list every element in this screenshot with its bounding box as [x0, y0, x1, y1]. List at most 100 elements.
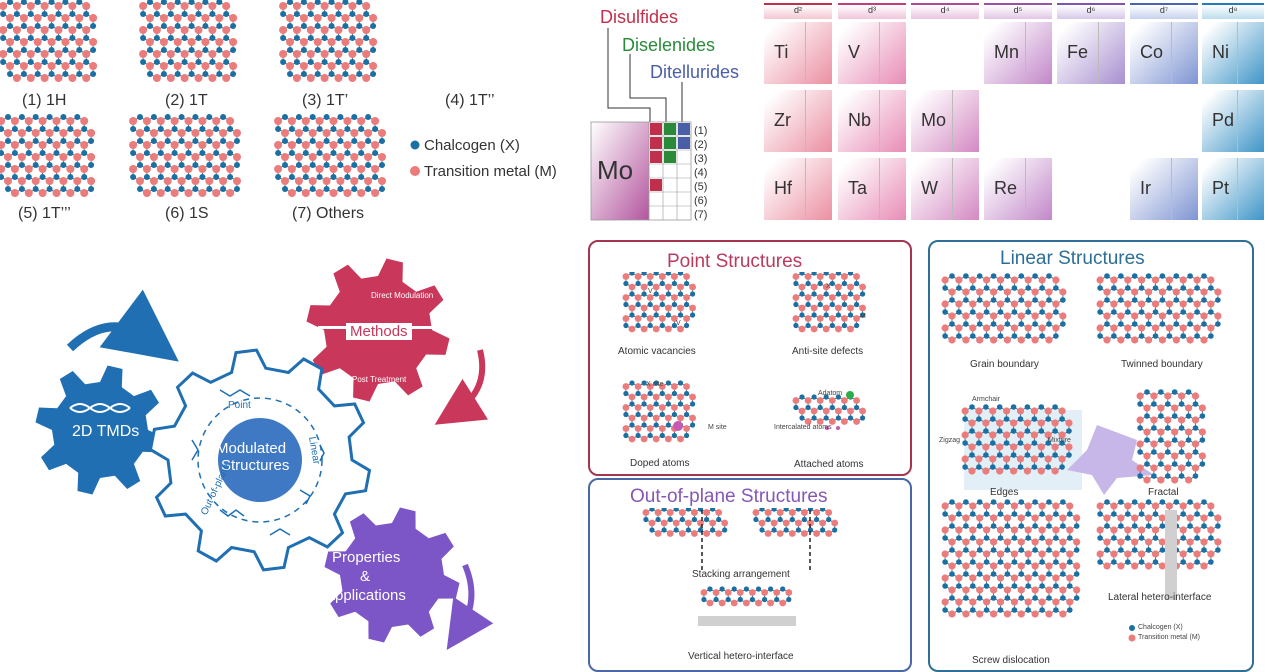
element-ta: Ta	[838, 158, 906, 220]
gear-tmds	[35, 365, 165, 495]
lattice-1s	[129, 114, 241, 197]
legend-metal-dot	[410, 166, 420, 176]
label-intercalated: Intercalated atoms	[774, 424, 832, 431]
element-fe: Fe	[1057, 22, 1125, 84]
polytype-lattices	[0, 0, 386, 197]
polytype-label-1h: (1) 1H	[22, 92, 67, 109]
element-pd: Pd	[1202, 90, 1264, 152]
out-of-plane-art	[642, 508, 839, 626]
label-msite: M site	[708, 424, 727, 431]
polytype-legend-markers	[410, 140, 420, 176]
dopant-dot	[673, 421, 683, 431]
d-header-d7: d⁷	[1130, 3, 1198, 19]
element-w: W	[911, 158, 979, 220]
linear-legend-metal: Transition metal (M)	[1138, 634, 1200, 641]
caption-antisite: Anti-site defects	[792, 346, 864, 357]
gear-post-label: Post Treatment	[352, 375, 407, 384]
element-co: Co	[1130, 22, 1198, 84]
polytype-label-1t-prime: (3) 1T’	[302, 92, 349, 109]
caption-vertical-hetero: Vertical hetero-interface	[688, 651, 794, 662]
label-xsite: X site	[646, 381, 664, 388]
caption-doped: Doped atoms	[630, 458, 690, 469]
polytype-label-1t-double-prime: (4) 1T’’	[445, 92, 495, 109]
lattice-1h	[0, 0, 98, 82]
gear-props	[324, 507, 460, 643]
gear-point-label: Point	[228, 400, 251, 411]
d-header-d4: d⁴	[911, 3, 979, 19]
lattice-others	[274, 114, 386, 197]
element-re: Re	[984, 158, 1052, 220]
row-label-2: (2)	[694, 139, 708, 151]
legend-metal-label: Transition metal (M)	[424, 163, 557, 180]
caption-stacking: Stacking arrangement	[692, 569, 790, 580]
out-of-plane-panel	[588, 478, 912, 672]
element-hf: Hf	[764, 158, 832, 220]
methods-arrow	[434, 349, 489, 425]
polytype-label-1t: (2) 1T	[165, 92, 208, 109]
caption-twinned-boundary: Twinned boundary	[1121, 359, 1203, 370]
element-ni: Ni	[1202, 22, 1264, 84]
element-ir: Ir	[1130, 158, 1198, 220]
tmds-arrow	[66, 289, 179, 362]
point-structures-art	[622, 272, 866, 443]
row-label-5: (5)	[694, 181, 708, 193]
legend-mo-symbol: Mo	[597, 155, 634, 185]
element-mn: Mn	[984, 22, 1052, 84]
gear-center-hub	[218, 418, 302, 502]
row-label-4: (4)	[694, 167, 708, 179]
element-mo: Mo	[911, 90, 979, 152]
point-structures-panel	[588, 240, 912, 476]
family-selenides: Diselenides	[622, 35, 716, 55]
row-label-7: (7)	[694, 209, 708, 221]
family-sulfides: Disulfides	[600, 7, 679, 27]
linear-structures-title: Linear Structures	[1000, 248, 1145, 269]
caption-grain-boundary: Grain boundary	[970, 359, 1039, 370]
label-armchair: Armchair	[972, 396, 1001, 403]
label-mixture: Mixture	[1048, 437, 1071, 444]
fractal-shape	[1067, 425, 1154, 495]
gear-props-label-2: &	[360, 568, 371, 585]
element-nb: Nb	[838, 90, 906, 152]
linear-legend-chalcogen: Chalcogen (X)	[1138, 624, 1183, 631]
caption-atomic-vacancies: Atomic vacancies	[618, 346, 696, 357]
lattice-1t	[139, 0, 238, 82]
polytype-label-1t-triple-prime: (5) 1T’’’	[18, 205, 71, 222]
legend-chalcogen-dot	[410, 140, 420, 150]
gear-diagram	[35, 258, 494, 650]
label-vx: V	[648, 288, 653, 295]
lattice-1t-triple-prime	[0, 114, 96, 197]
linear-structures-panel	[928, 240, 1254, 672]
periodic-legend-key	[590, 28, 692, 221]
element-v: V	[838, 22, 906, 84]
d-header-d3: d³	[838, 3, 906, 19]
polytype-label-1s: (6) 1S	[165, 205, 209, 222]
row-label-6: (6)	[694, 195, 708, 207]
family-tellurides: Ditellurides	[650, 62, 740, 82]
caption-screw-dislocation: Screw dislocation	[972, 655, 1050, 666]
label-adatom: Adatom	[818, 390, 843, 397]
element-pt: Pt	[1202, 158, 1264, 220]
gear-center-label-2: Structures	[221, 457, 290, 474]
gear-methods-label: Methods	[346, 323, 412, 340]
legend-row-labels: (1) (2) (3) (4) (5) (6) (7)	[694, 124, 707, 222]
gear-direct-label: Direct Modulation	[371, 291, 434, 300]
polytype-label-others: (7) Others	[292, 205, 365, 222]
label-vm: V	[676, 320, 681, 327]
caption-edges: Edges	[990, 487, 1019, 498]
row-label-3: (3)	[694, 153, 708, 165]
d-header-d5: d⁵	[984, 3, 1052, 19]
caption-attached: Attached atoms	[794, 459, 864, 470]
legend-mo-cell	[590, 121, 650, 221]
adatom-dot	[846, 391, 854, 399]
gear-tmds-label: 2D TMDs	[72, 423, 140, 440]
label-xm: X	[826, 283, 831, 290]
gear-props-label-3: Applications	[325, 587, 406, 604]
gear-center-label-1: Modulated	[216, 440, 287, 457]
legend-chalcogen-label: Chalcogen (X)	[424, 137, 520, 154]
linear-structures-art	[941, 273, 1222, 642]
caption-lateral-hetero: Lateral hetero-interface	[1108, 592, 1212, 603]
element-ti: Ti	[764, 22, 832, 84]
label-mx: M	[860, 313, 866, 320]
point-structures-title: Point Structures	[667, 251, 803, 272]
gear-props-label-1: Properties	[332, 549, 401, 566]
